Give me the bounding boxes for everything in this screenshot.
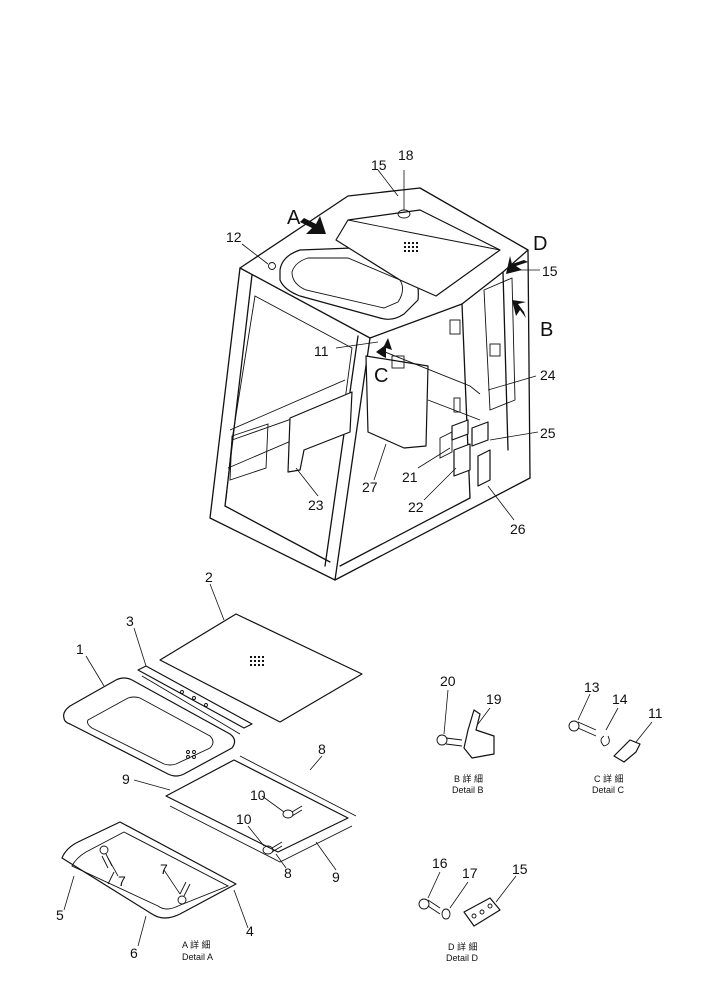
callout-2: 2	[205, 569, 213, 585]
callout-10: 10	[250, 787, 266, 803]
callout-20: 20	[440, 673, 456, 689]
callout-21: 21	[402, 469, 418, 485]
callout-11: 11	[314, 343, 329, 359]
callout-3: 3	[126, 613, 134, 629]
screw-part	[262, 805, 303, 855]
detail-d-parts	[418, 871, 517, 927]
view-letter-d: D	[533, 233, 547, 255]
callout-27: 27	[362, 479, 378, 495]
view-arrow-b	[512, 300, 526, 318]
view-letters: A D B C	[287, 207, 553, 387]
view-letter-a: A	[287, 207, 301, 229]
callout-25: 25	[540, 425, 556, 441]
callout-7: 7	[118, 873, 126, 889]
exploded-roof-parts	[61, 613, 363, 919]
detail-a-native: A 詳 細	[182, 939, 211, 950]
sash-frame-part	[165, 759, 349, 853]
callout-15: 15	[542, 263, 558, 279]
exploded-leaders	[63, 583, 337, 947]
view-arrows	[300, 216, 528, 358]
callout-13: 13	[584, 679, 600, 695]
cab-leaders	[241, 169, 540, 521]
skylight-frame-part	[63, 677, 236, 777]
callout-18: 18	[398, 147, 414, 163]
callout-12: 12	[226, 229, 242, 245]
callout-numbers: 15 18 12 15 11 24 25 21 27 23 22 26 2 3 …	[56, 147, 663, 961]
callout-8: 8	[318, 741, 326, 757]
detail-b-native: B 詳 細	[454, 773, 483, 784]
detail-d-native: D 詳 細	[448, 941, 478, 952]
callout-8: 8	[284, 865, 292, 881]
detail-captions: A 詳 細 Detail A B 詳 細 Detail B C 詳 細 Deta…	[182, 773, 625, 963]
callout-24: 24	[540, 367, 556, 383]
cab-assembly	[209, 187, 531, 581]
callout-14: 14	[612, 691, 628, 707]
detail-a-label: Detail A	[182, 952, 213, 962]
lower-frame-part	[61, 821, 237, 919]
callout-1: 1	[76, 641, 84, 657]
detail-d-label: Detail D	[446, 953, 479, 963]
callout-10: 10	[236, 811, 252, 827]
callout-19: 19	[486, 691, 502, 707]
callout-9: 9	[332, 869, 340, 885]
roof-plug	[268, 262, 276, 270]
callout-26: 26	[510, 521, 526, 537]
view-arrow-c	[376, 338, 392, 358]
callout-22: 22	[408, 499, 424, 515]
view-letter-b: B	[540, 319, 553, 341]
callout-6: 6	[130, 945, 138, 961]
callout-11: 11	[648, 705, 663, 721]
detail-c-label: Detail C	[592, 785, 625, 795]
view-letter-c: C	[374, 365, 388, 387]
callout-15: 15	[371, 157, 387, 173]
detail-b-label: Detail B	[452, 785, 484, 795]
detail-c-parts	[568, 693, 653, 763]
callout-15: 15	[512, 861, 528, 877]
callout-17: 17	[462, 865, 478, 881]
detail-b-parts	[436, 689, 495, 759]
view-arrow-a	[300, 216, 326, 234]
callout-16: 16	[432, 855, 448, 871]
callout-5: 5	[56, 907, 64, 923]
view-arrow-d	[506, 256, 528, 274]
callout-4: 4	[246, 923, 254, 939]
callout-9: 9	[122, 771, 130, 787]
callout-7: 7	[160, 861, 168, 877]
detail-c-native: C 詳 細	[594, 773, 624, 784]
callout-23: 23	[308, 497, 324, 513]
roof-panel-part	[159, 613, 363, 723]
